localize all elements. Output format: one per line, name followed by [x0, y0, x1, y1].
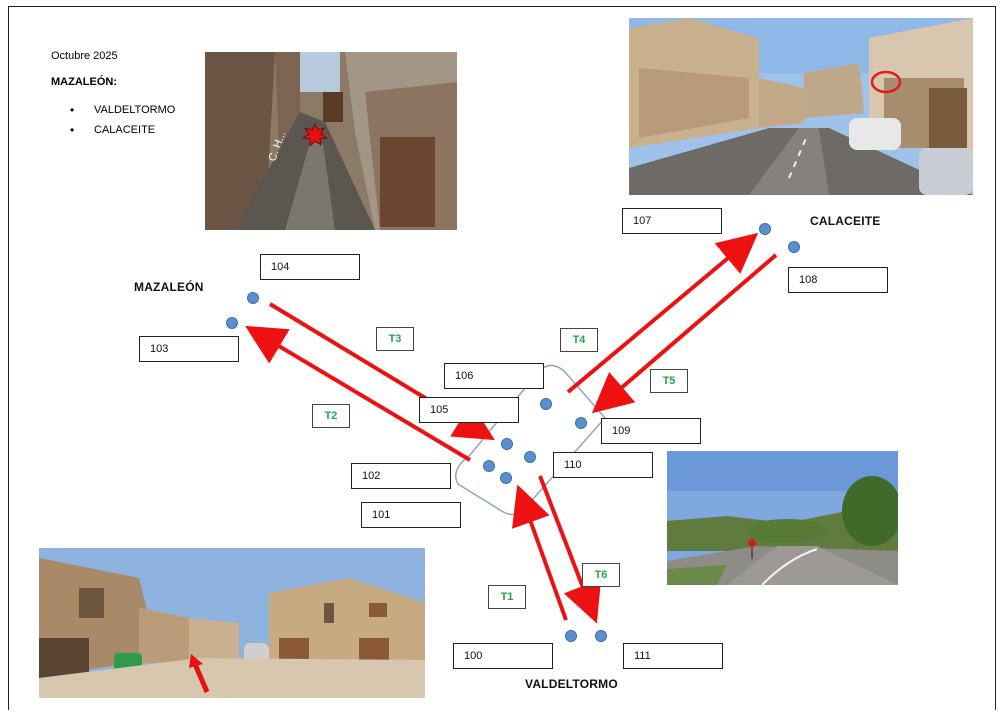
town-calaceite: CALACEITE: [810, 214, 881, 228]
document-title: MAZALEÓN:: [51, 76, 117, 88]
arrow-t6: [538, 475, 602, 624]
route-tag-t5: T5: [650, 369, 688, 393]
stop-label-104: 104: [260, 254, 360, 280]
red-arrow-marker: [189, 654, 203, 668]
route-tag-t3: T3: [376, 327, 414, 351]
stop-label-111: 111: [623, 643, 723, 669]
destination-item: VALDELTORMO: [66, 100, 175, 120]
route-tag-t2: T2: [312, 404, 350, 428]
mazaleon-village-photo: [39, 548, 425, 698]
town-mazaleon: MAZALEÓN: [134, 280, 204, 294]
stop-label-110: 110: [553, 452, 653, 478]
stop-label-101: 101: [361, 502, 461, 528]
destination-item: CALACEITE: [66, 120, 175, 140]
document-date: Octubre 2025: [51, 50, 118, 62]
route-tag-t1: T1: [488, 585, 526, 609]
arrow-t5: [591, 253, 778, 414]
stop-dot-105[interactable]: [501, 438, 513, 450]
stop-dot-100[interactable]: [565, 630, 577, 642]
stop-dot-104[interactable]: [247, 292, 259, 304]
stop-dot-101[interactable]: [500, 472, 512, 484]
narrow-street-photo: C. H...: [205, 52, 457, 230]
stop-label-107: 107: [622, 208, 722, 234]
town-valdeltormo: VALDELTORMO: [525, 677, 618, 691]
stop-label-109: 109: [601, 418, 701, 444]
arrow-t1: [512, 484, 568, 621]
calaceite-street-photo: [629, 18, 973, 195]
page-frame: [8, 6, 996, 710]
stop-dot-102[interactable]: [483, 460, 495, 472]
red-circle-marker: [870, 70, 902, 94]
stop-dot-106[interactable]: [540, 398, 552, 410]
stop-dot-107[interactable]: [759, 223, 771, 235]
destination-list: VALDELTORMO CALACEITE: [66, 100, 175, 140]
route-tag-t6: T6: [582, 563, 620, 587]
stop-label-105: 105: [419, 397, 519, 423]
stop-label-106: 106: [444, 363, 544, 389]
red-star-marker: [301, 123, 329, 147]
stop-dot-110[interactable]: [524, 451, 536, 463]
stop-dot-109[interactable]: [575, 417, 587, 429]
arrow-t2: [245, 325, 472, 462]
stop-label-108: 108: [788, 267, 888, 293]
road-junction-photo: [667, 451, 898, 585]
stop-dot-108[interactable]: [788, 241, 800, 253]
stop-dot-111[interactable]: [595, 630, 607, 642]
stop-label-102: 102: [351, 463, 451, 489]
stop-label-100: 100: [453, 643, 553, 669]
stop-label-103: 103: [139, 336, 239, 362]
arrow-t4: [566, 232, 759, 394]
route-tag-t4: T4: [560, 328, 598, 352]
stop-dot-103[interactable]: [226, 317, 238, 329]
